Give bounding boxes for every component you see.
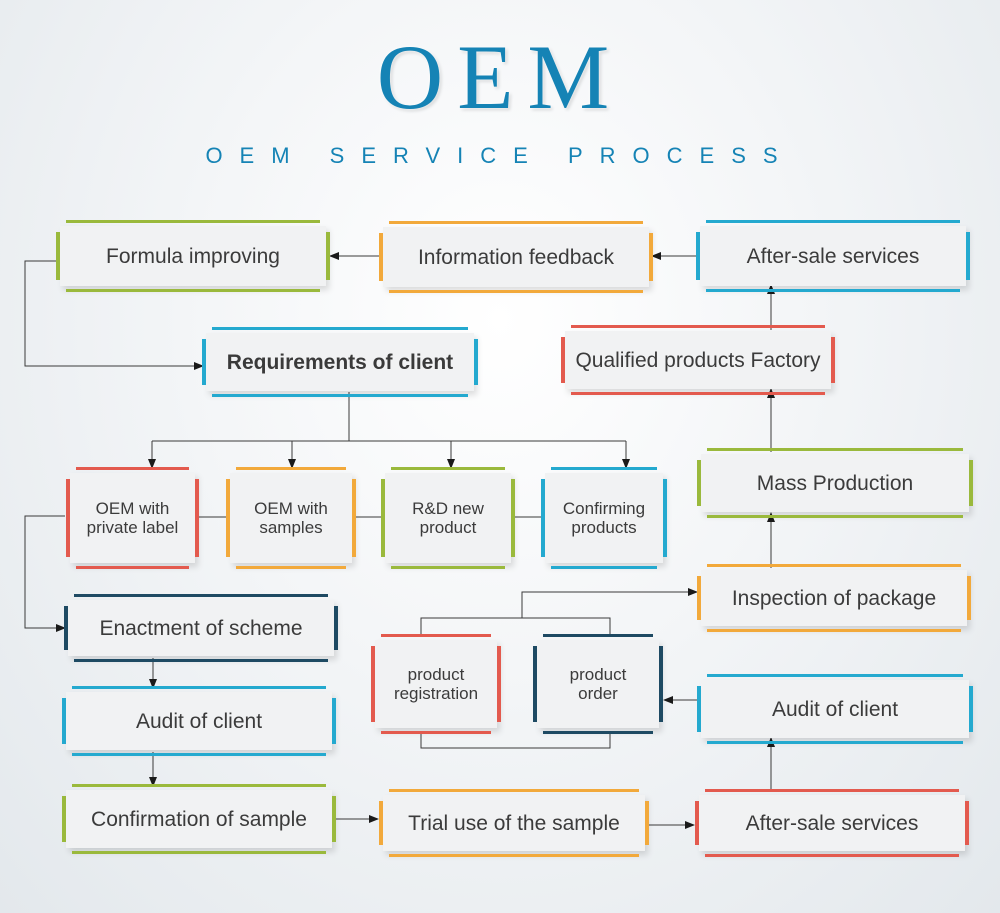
step-confirmation-of-sample: Confirmation of sample: [62, 784, 336, 854]
option-confirming-products: Confirming products: [541, 467, 667, 569]
step-qualified-products-factory: Qualified products Factory: [561, 325, 835, 395]
step-information-feedback-label: Information feedback: [417, 245, 615, 269]
option-rd-new-product: R&D new product: [381, 467, 515, 569]
step-after-sale-top: After-sale services: [696, 220, 970, 292]
step-enactment-of-scheme: Enactment of scheme: [64, 594, 338, 662]
step-information-feedback: Information feedback: [379, 221, 653, 293]
option-product-order: product order: [533, 634, 663, 734]
option-product-registration-label: product registration: [393, 665, 479, 703]
line-requirements-trunk: [152, 392, 626, 442]
page-subtitle: OEM SERVICE PROCESS: [205, 143, 795, 168]
step-audit-of-client-right: Audit of client: [697, 674, 973, 744]
arrow-private-to-enactment: [24, 515, 66, 632]
step-audit-of-client-right-label: Audit of client: [771, 697, 899, 721]
step-formula-improving: Formula improving: [56, 220, 330, 292]
page-title: OEM: [376, 26, 624, 128]
option-oem-private-label: OEM with private label: [66, 467, 199, 569]
step-inspection-of-package-label: Inspection of package: [731, 586, 937, 610]
step-mass-production: Mass Production: [697, 448, 973, 518]
step-formula-improving-label: Formula improving: [106, 244, 280, 268]
step-audit-of-client-left: Audit of client: [62, 686, 336, 756]
arrow-products-to-inspection: [420, 592, 697, 636]
line-products-bottom: [420, 731, 611, 749]
step-trial-use-of-sample-label: Trial use of the sample: [408, 811, 620, 835]
step-inspection-of-package: Inspection of package: [697, 564, 971, 632]
step-confirmation-of-sample-label: Confirmation of sample: [91, 807, 307, 831]
step-after-sale-bottom-label: After-sale services: [745, 811, 919, 835]
step-after-sale-bottom: After-sale services: [695, 789, 969, 857]
option-oem-samples: OEM with samples: [226, 467, 356, 569]
option-product-order-label: product order: [569, 665, 627, 703]
step-audit-of-client-left-label: Audit of client: [135, 709, 263, 733]
step-requirements-of-client-label: Requirements of client: [226, 350, 454, 374]
option-confirming-products-label: Confirming products: [562, 499, 646, 537]
step-enactment-of-scheme-label: Enactment of scheme: [99, 616, 303, 640]
step-after-sale-top-label: After-sale services: [746, 244, 920, 268]
step-mass-production-label: Mass Production: [756, 471, 914, 495]
option-product-registration: product registration: [371, 634, 501, 734]
option-oem-private-label-label: OEM with private label: [86, 499, 179, 537]
step-qualified-products-factory-label: Qualified products Factory: [575, 348, 821, 372]
option-rd-new-product-label: R&D new product: [412, 499, 484, 537]
step-requirements-of-client: Requirements of client: [202, 327, 478, 397]
option-oem-samples-label: OEM with samples: [254, 499, 328, 537]
arrow-formula-to-requirements: [24, 260, 204, 370]
step-trial-use-of-sample: Trial use of the sample: [379, 789, 649, 857]
